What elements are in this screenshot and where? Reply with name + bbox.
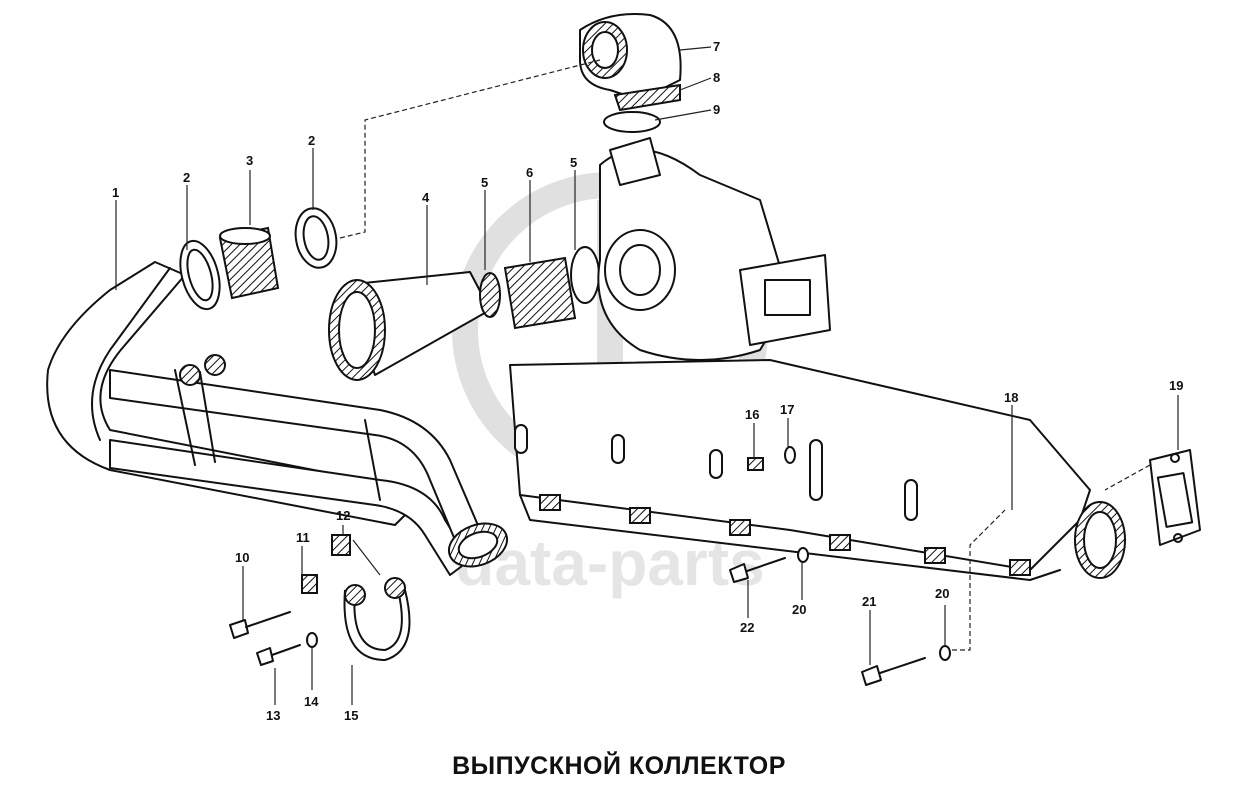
part-9-seal-ring — [603, 111, 661, 133]
callout-10: 10 — [235, 550, 249, 565]
part-7-elbow — [579, 13, 682, 101]
part-4-cone-adapter — [328, 271, 491, 381]
callout-13: 13 — [266, 708, 280, 723]
part-21-bolt — [861, 657, 926, 686]
diagram-title: ВЫПУСКНОЙ КОЛЛЕКТОР — [452, 752, 786, 780]
callout-21: 21 — [862, 594, 876, 609]
callout-20: 20 — [792, 602, 806, 617]
callout-20: 20 — [935, 586, 949, 601]
part-5-clamp-b — [570, 246, 600, 304]
part-22-bolt — [729, 557, 786, 583]
part-14-washer — [306, 632, 318, 648]
part-18-exhaust-manifold — [509, 359, 1126, 581]
part-1-exhaust-pipe — [46, 261, 509, 576]
callout-8: 8 — [713, 70, 720, 85]
part-3-bellows — [218, 226, 280, 300]
callout-6: 6 — [526, 165, 533, 180]
callout-1: 1 — [112, 185, 119, 200]
callout-16: 16 — [745, 407, 759, 422]
callout-22: 22 — [740, 620, 754, 635]
callout-5: 5 — [481, 175, 488, 190]
callout-12: 12 — [336, 508, 350, 523]
callout-2: 2 — [183, 170, 190, 185]
callout-labels: 1 2 2 3 4 5 5 6 7 8 9 10 11 12 13 14 15 … — [112, 39, 1183, 723]
part-13-bolt — [256, 644, 301, 666]
callout-18: 18 — [1004, 390, 1018, 405]
part-2-clamp-right — [294, 207, 338, 269]
part-2-clamp-left — [179, 239, 221, 311]
part-19-gasket — [1149, 449, 1201, 546]
leader-lines — [115, 46, 1179, 705]
part-15-clamp — [343, 577, 411, 661]
callout-19: 19 — [1169, 378, 1183, 393]
part-5-clamp-a — [479, 272, 501, 318]
callout-14: 14 — [304, 694, 319, 709]
part-12-nut — [331, 534, 351, 556]
callout-4: 4 — [422, 190, 430, 205]
callout-7: 7 — [713, 39, 720, 54]
callout-3: 3 — [246, 153, 253, 168]
part-11-nut — [301, 574, 318, 594]
part-20-washer-a — [797, 547, 809, 563]
part-16-stud — [747, 457, 764, 471]
part-17-washer — [784, 446, 796, 464]
part-20-washer-b — [939, 645, 951, 661]
callout-2: 2 — [308, 133, 315, 148]
callout-15: 15 — [344, 708, 358, 723]
callout-9: 9 — [713, 102, 720, 117]
part-10-bolt — [229, 611, 291, 639]
callout-5: 5 — [570, 155, 577, 170]
callout-17: 17 — [780, 402, 794, 417]
turbocharger — [597, 137, 831, 361]
part-6-bellows — [503, 256, 577, 330]
part-8-clamp — [613, 83, 681, 112]
callout-11: 11 — [296, 530, 310, 545]
